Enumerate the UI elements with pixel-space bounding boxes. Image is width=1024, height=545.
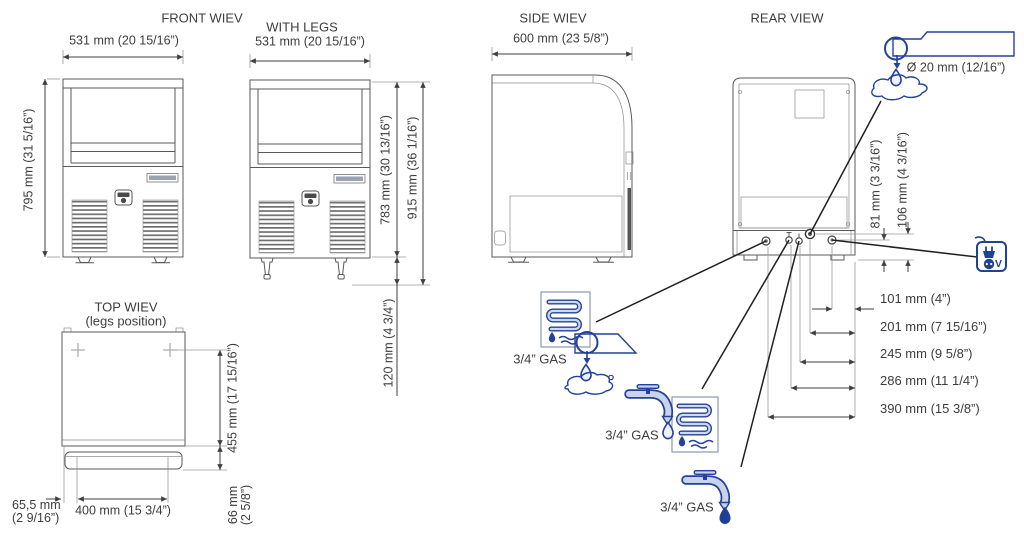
rear-connector-height-dimensions xyxy=(816,222,914,272)
rear-view-drawing xyxy=(732,77,914,420)
rear-clearance-label: 66 mm(2 5/8”) xyxy=(226,484,253,526)
water-drop-icon xyxy=(719,507,731,525)
front-width-label: 531 mm (20 15/16”) xyxy=(69,33,179,48)
drain-pipe-icon xyxy=(574,333,638,354)
leg-position-marks xyxy=(71,343,177,357)
rear-offset-dimensions xyxy=(767,240,874,420)
water-drop-icon xyxy=(890,68,902,87)
side-depth-label: 600 mm (23 5/8”) xyxy=(513,31,609,46)
connector-height-81-label: 81 mm (3 3/16”) xyxy=(868,139,883,229)
side-depth-dimension xyxy=(491,47,633,61)
front-view-title: FRONT WIEV xyxy=(161,10,243,26)
top-depth-label: 455 mm (17 15/16”) xyxy=(225,343,240,453)
top-view-dimensions xyxy=(46,349,227,503)
top-view-drawing xyxy=(46,327,227,503)
top-view-title: TOP WIEV xyxy=(94,299,158,315)
with-legs-total-height-label: 915 mm (36 1/16”) xyxy=(405,116,420,220)
arrow-down-icon xyxy=(893,63,901,69)
faucet-icon xyxy=(629,387,673,425)
power-plug-icon xyxy=(974,236,1007,272)
water-puddle-icon xyxy=(564,371,614,395)
with-legs-view-legs xyxy=(260,257,348,280)
leader-lines xyxy=(595,100,978,468)
voltage-label: V xyxy=(995,258,1003,270)
side-view-title: SIDE WIEV xyxy=(519,10,587,26)
front-view-drawing xyxy=(42,50,184,264)
legs-spacing-label: 400 mm (15 3/4”) xyxy=(75,503,171,518)
with-legs-view-drawing xyxy=(249,54,430,396)
rear-view-title: REAR VIEW xyxy=(750,10,824,26)
gas-label-2: 3/4” GAS xyxy=(605,427,659,443)
gas-connection-faucet-icon xyxy=(686,473,731,525)
leg-height-label: 120 mm (4 3/4”) xyxy=(381,298,396,388)
with-legs-width-label: 531 mm (20 15/16”) xyxy=(255,34,365,49)
arrow-down-icon xyxy=(583,358,591,364)
side-view-drawing xyxy=(491,47,634,263)
offset-label-245: 245 mm (9 5/8”) xyxy=(880,346,973,361)
offset-label-286: 286 mm (11 1/4”) xyxy=(880,373,979,388)
side-offset-label: 65,5 mm(2 9/16”) xyxy=(12,498,61,525)
connector-height-106-label: 106 mm (4 3/16”) xyxy=(895,132,910,228)
with-legs-body-height-label: 783 mm (30 13/16”) xyxy=(378,115,393,225)
with-legs-width-dimension xyxy=(249,54,371,68)
front-height-dimension xyxy=(42,78,60,258)
offset-label-101: 101 mm (4”) xyxy=(880,291,951,306)
front-view-feet xyxy=(75,256,170,264)
water-puddle-icon xyxy=(871,74,928,101)
gas-connection-coil-drain-icon xyxy=(540,291,638,395)
offset-label-201: 201 mm (7 15/16”) xyxy=(880,319,987,334)
with-legs-view-title: WITH LEGS xyxy=(266,19,338,35)
gas-label-1: 3/4” GAS xyxy=(513,351,567,367)
front-height-label: 795 mm (31 5/16”) xyxy=(21,108,36,212)
drain-diameter-label: Ø 20 mm (12/16”) xyxy=(906,60,1006,75)
gas-connection-faucet-coil-icon xyxy=(629,387,719,453)
front-width-dimension xyxy=(62,50,184,64)
gas-label-3: 3/4” GAS xyxy=(660,499,714,515)
with-legs-height-dimensions xyxy=(352,81,430,396)
offset-label-390: 390 mm (15 3/8”) xyxy=(880,401,980,416)
drain-pipe-icon xyxy=(871,31,1015,101)
top-view-subtitle: (legs position) xyxy=(85,313,167,329)
